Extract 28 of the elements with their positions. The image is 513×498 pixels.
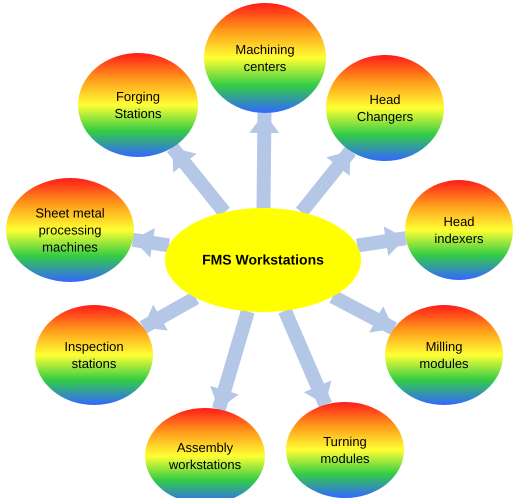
block-arrow — [296, 146, 356, 217]
rainbow-circle — [35, 305, 153, 405]
node-label: Sheet metal processing machines — [34, 204, 106, 256]
block-arrow — [278, 308, 332, 408]
node-label: Forging Stations — [114, 88, 162, 122]
block-arrow — [249, 112, 280, 208]
node-label: Head Changers — [356, 91, 414, 125]
block-arrow — [140, 292, 200, 334]
block-arrow — [166, 143, 230, 217]
node-label: Milling modules — [418, 338, 470, 372]
rainbow-circle — [204, 3, 326, 113]
block-arrow — [356, 226, 407, 256]
node-label: Inspection stations — [63, 338, 125, 372]
block-arrow — [329, 290, 398, 335]
rainbow-circle — [326, 55, 444, 161]
node-label: Machining centers — [234, 41, 296, 75]
rainbow-circle — [385, 305, 503, 405]
center-ellipse — [165, 208, 361, 312]
rainbow-circle — [286, 402, 404, 498]
rainbow-circle — [78, 53, 198, 157]
node-label: FMS Workstations — [201, 252, 325, 268]
block-arrow — [132, 228, 170, 258]
node-label: Assembly workstations — [168, 439, 242, 473]
node-label: Turning modules — [319, 433, 371, 467]
node-label: Head indexers — [433, 213, 485, 247]
block-arrow — [210, 309, 255, 412]
rainbow-circle — [6, 178, 134, 282]
rainbow-circle — [405, 180, 513, 280]
